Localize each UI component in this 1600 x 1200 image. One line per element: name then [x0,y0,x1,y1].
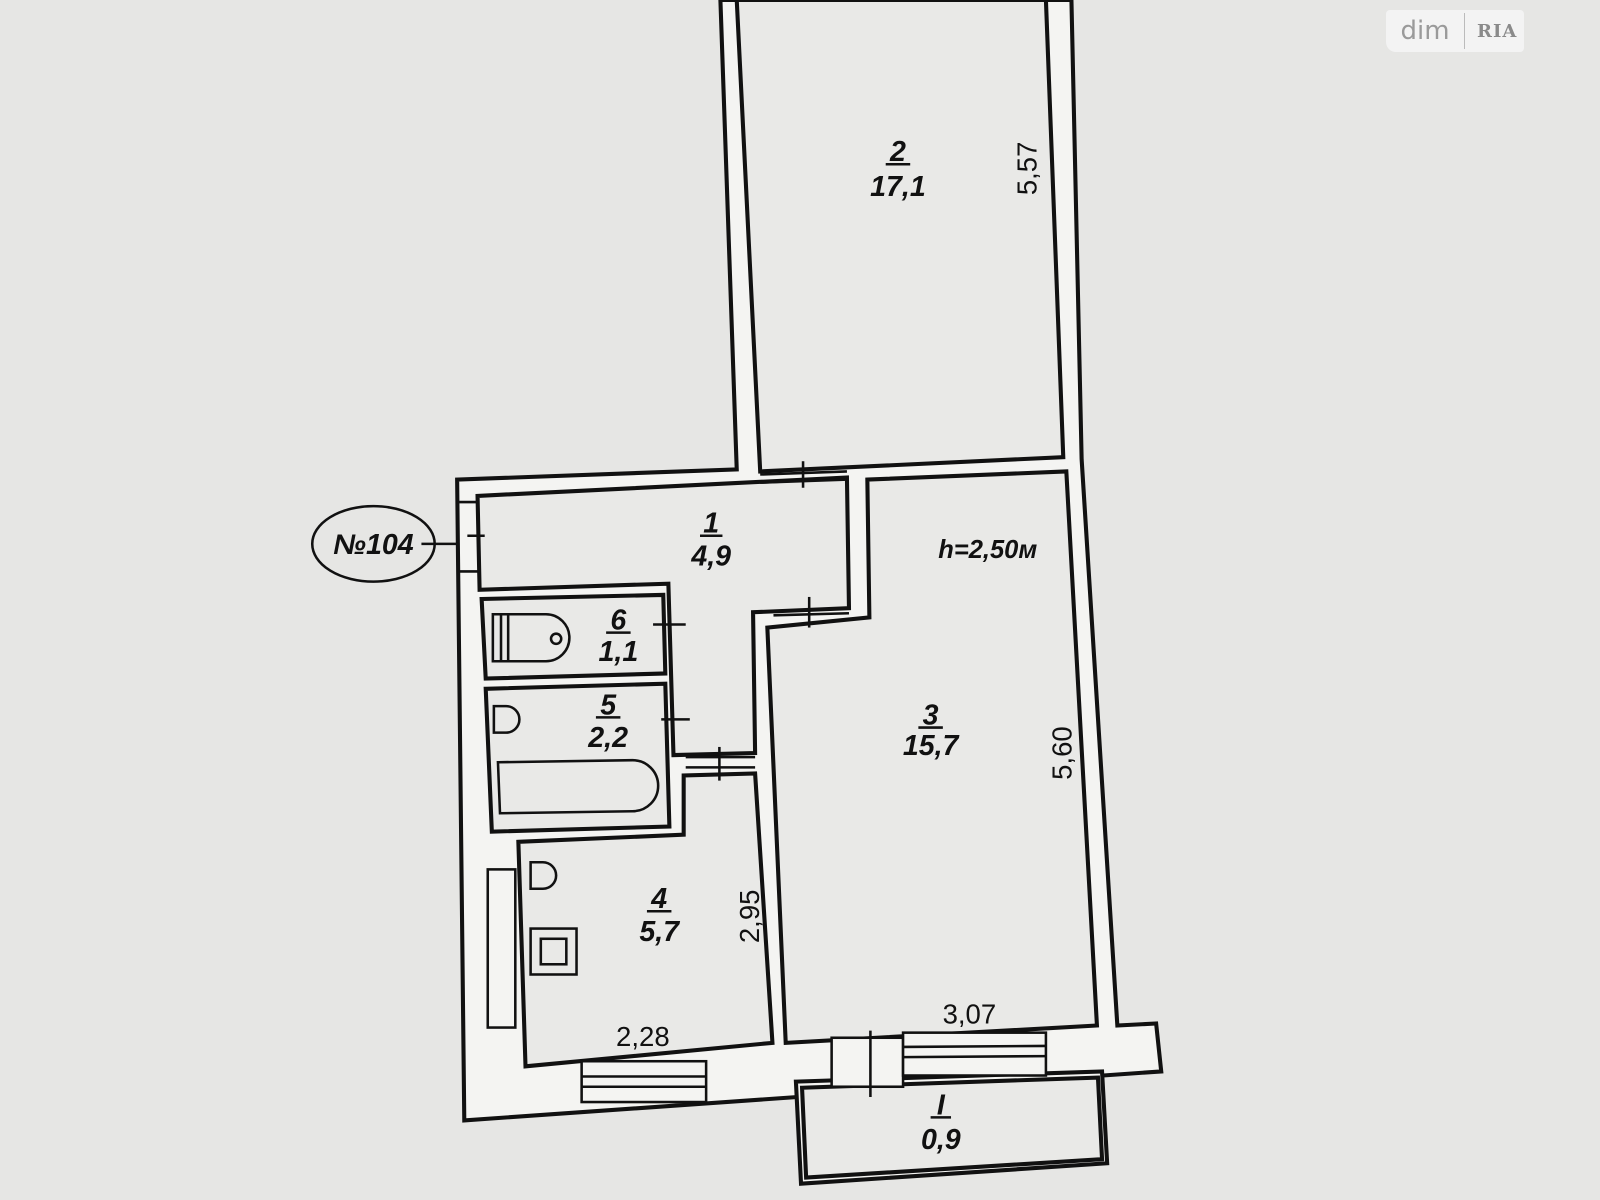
room-2 [734,0,1066,474]
apartment-number: №104 [333,529,414,561]
room-1-number: 1 [703,508,719,540]
room-1-hall [475,475,852,758]
radiator [486,868,517,1029]
label-underlines [595,163,952,1119]
room-5-area: 2,2 [587,722,628,754]
balcony-area: 0,9 [921,1124,961,1156]
door-marks [459,461,850,781]
ceiling-height: h=2,50м [938,536,1037,564]
room-2-number: 2 [889,136,906,168]
room-3 [765,469,1100,1046]
room-6-toilet [479,592,668,681]
room-5-bathroom [483,681,672,834]
room-4-area: 5,7 [639,916,680,948]
stove-fixture [529,927,578,976]
room-1-area: 4,9 [690,540,731,572]
room-6-number: 6 [610,605,627,637]
kitchen-sink-fixture [529,860,558,891]
balcony-number: I [937,1089,946,1121]
room-2-area: 17,1 [870,171,926,203]
room-3-area: 15,7 [903,730,960,762]
windows [580,1030,1048,1104]
apartment-oval [310,504,436,583]
watermark-ria: RIA [1477,20,1518,42]
dim-kitchen-length: 2,95 [734,890,765,944]
room-4-kitchen [516,771,775,1069]
room-4-number: 4 [650,883,667,915]
dim-room3-length: 5,60 [1046,726,1077,780]
room-labels: 1 4,9 2 17,1 3 15,7 4 5,7 5 2,2 6 1,1 I … [587,136,1037,1156]
bathtub-fixture [492,704,660,815]
balcony-floor [799,1075,1105,1180]
room-3-number: 3 [923,699,939,731]
toilet-fixture [491,613,571,663]
dim-ria-watermark: dim RIA [1386,10,1524,52]
dim-room3-width: 3,07 [943,998,997,1029]
dimensions: 5,57 5,60 3,07 2,95 2,28 [616,142,1077,1052]
dim-room2-length: 5,57 [1012,142,1043,196]
watermark-dim: dim [1386,13,1465,49]
room-6-area: 1,1 [599,636,639,668]
dim-kitchen-width: 2,28 [616,1021,670,1052]
room-5-number: 5 [600,689,617,721]
